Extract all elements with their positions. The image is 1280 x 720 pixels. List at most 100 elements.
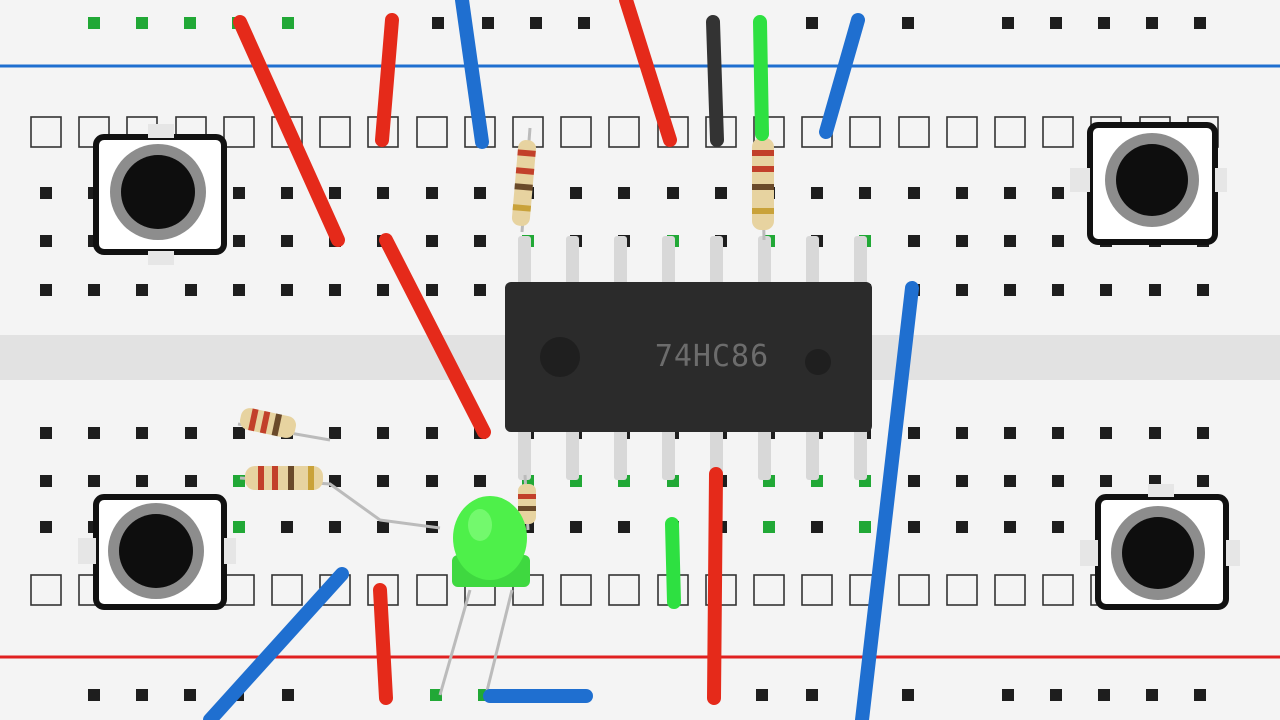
outline-square [898,574,930,606]
outline-square [1042,116,1074,148]
ic-notch [540,337,580,377]
strip-hole [715,187,727,199]
strip-hole [185,427,197,439]
strip-hole [233,284,245,296]
wire-blue-2 [819,13,865,139]
strip-hole [1004,284,1016,296]
resistor-lower-left[interactable] [239,466,441,530]
strip-hole [1052,284,1064,296]
strip-hole [811,187,823,199]
strip-hole [40,521,52,533]
strip-hole [1004,235,1016,247]
strip-hole [908,475,920,487]
strip-hole [185,475,197,487]
push-button-bottom-right[interactable] [1080,484,1240,610]
strip-hole [1052,427,1064,439]
ic-pin [806,428,819,480]
strip-hole [474,187,486,199]
strip-hole [1149,427,1161,439]
strip-hole [281,284,293,296]
ic-chip[interactable]: 74HC86 [505,236,872,480]
led-green[interactable] [438,496,530,696]
strip-hole [1197,284,1209,296]
strip-hole [908,427,920,439]
wire-blue-1 [455,0,489,149]
resistor-top-left[interactable] [511,127,537,233]
strip-hole [426,427,438,439]
push-button-bottom-left[interactable] [78,494,236,610]
strip-hole [908,521,920,533]
resistor-mid-left[interactable] [237,406,331,442]
ic-pin [710,428,723,480]
ic-pins-bottom [518,428,867,480]
wire-blue-4 [203,567,349,720]
wire-green-1 [753,15,769,141]
strip-hole [40,284,52,296]
outline-square [319,116,351,148]
strip-hole [1197,475,1209,487]
wire-black-1 [706,15,724,147]
strip-hole [908,235,920,247]
outline-square [30,116,62,148]
ic-pin [806,236,819,286]
outline-square [898,116,930,148]
strip-hole [570,521,582,533]
strip-hole [377,475,389,487]
outline-square [994,574,1026,606]
strip-hole [570,187,582,199]
strip-hole [1052,475,1064,487]
strip-hole [763,521,775,533]
strip-hole [908,187,920,199]
strip-hole [1197,427,1209,439]
strip-hole [1100,475,1112,487]
wire-red-1 [233,15,345,247]
ic-pin [614,236,627,286]
strip-hole [377,187,389,199]
ic-pin [518,428,531,480]
strip-hole [1004,427,1016,439]
strip-hole [88,475,100,487]
strip-hole [233,521,245,533]
resistor-top-right[interactable] [752,129,774,241]
strip-hole [88,284,100,296]
outline-square [560,574,592,606]
strip-hole [1052,187,1064,199]
resistor-small[interactable] [518,474,536,531]
strip-hole [426,187,438,199]
strip-hole [1004,521,1016,533]
ic-pin [566,428,579,480]
push-button-top-left[interactable] [93,124,227,265]
outline-square [560,116,592,148]
wires[interactable] [203,0,919,720]
wire-green-2 [665,517,681,609]
outline-square [657,116,689,148]
ic-pin [518,236,531,286]
strip-hole [811,521,823,533]
outline-square [994,116,1026,148]
wire-red-4 [379,233,491,439]
ic-pin [566,236,579,286]
wire-red-6 [373,583,393,705]
strip-hole [1004,187,1016,199]
ic-pin [614,428,627,480]
outline-square [946,116,978,148]
strip-hole [956,235,968,247]
ic-pin [854,428,867,480]
ic-pin [758,236,771,286]
outline-square [30,574,62,606]
strip-hole [185,284,197,296]
strip-hole [956,521,968,533]
strip-hole [667,187,679,199]
outline-square [271,574,303,606]
strip-hole [329,187,341,199]
strip-hole [474,475,486,487]
push-button-top-right[interactable] [1070,122,1227,245]
strip-hole [377,521,389,533]
outline-square [416,116,448,148]
ic-pin [662,428,675,480]
strip-hole [474,235,486,247]
outline-square [608,574,640,606]
ic-pin [854,236,867,286]
ic-pin [758,428,771,480]
